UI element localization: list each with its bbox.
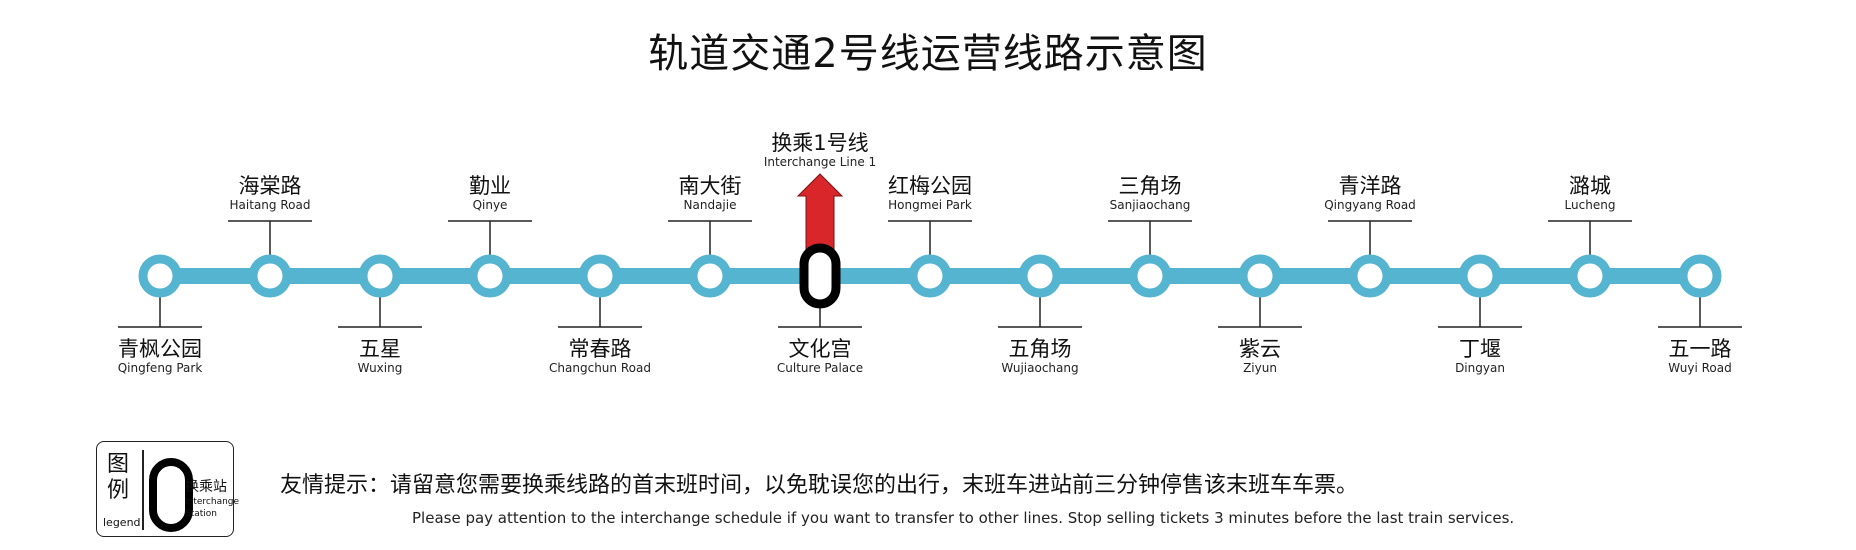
station-marker (1018, 254, 1062, 298)
legend-divider (142, 450, 144, 530)
page-title: 轨道交通2号线运营线路示意图 (648, 31, 1208, 77)
station-name-en: Nandajie (684, 198, 737, 212)
station-name-en: Sanjiaochang (1110, 198, 1191, 212)
station-name-en: Qingfeng Park (118, 361, 203, 375)
station-marker (1568, 254, 1612, 298)
station-name: 勤业 (469, 174, 511, 198)
station-name-en: Wuyi Road (1668, 361, 1731, 375)
station-name: 青枫公园 (118, 337, 202, 361)
station-marker (358, 254, 402, 298)
station-marker (1128, 254, 1172, 298)
legend-interchange-label: 换乘站 (185, 479, 227, 495)
station-name: 五角场 (1009, 337, 1072, 361)
station-name-en: Wujiaochang (1001, 361, 1078, 375)
station-name: 红梅公园 (888, 174, 972, 198)
station-name: 南大街 (679, 174, 742, 198)
station-name-en: Wuxing (358, 361, 403, 375)
station-name-en: Ziyun (1243, 361, 1277, 375)
notice-text: 友情提示：请留意您需要换乘线路的首末班时间，以免耽误您的出行，末班车进站前三分钟… (280, 473, 1359, 498)
station-marker (1238, 254, 1282, 298)
station-name-en: Qingyang Road (1324, 198, 1416, 212)
notice-text-en: Please pay attention to the interchange … (412, 509, 1515, 527)
station-name: 文化宫 (789, 337, 852, 361)
interchange-label-en: Interchange Line 1 (764, 155, 876, 169)
station-name-en: Dingyan (1455, 361, 1505, 375)
station-name: 丁堰 (1459, 337, 1501, 361)
interchange-station-marker (799, 243, 841, 309)
station-name-en: Hongmei Park (888, 198, 972, 212)
station-marker (468, 254, 512, 298)
station-marker (908, 254, 952, 298)
station-name: 三角场 (1119, 174, 1182, 198)
station-name-en: Culture Palace (777, 361, 863, 375)
station-name: 海棠路 (239, 174, 302, 198)
station-marker (138, 254, 182, 298)
station-name-en: Qinye (473, 198, 508, 212)
legend: 图例 legend 换乘站 Interchange Station (96, 441, 240, 537)
station-marker (1458, 254, 1502, 298)
interchange-station-icon (149, 458, 193, 532)
station-marker (248, 254, 292, 298)
station-name-en: Changchun Road (549, 361, 651, 375)
station-name: 五星 (359, 337, 401, 361)
legend-title: 图例 (107, 452, 130, 503)
station-marker (578, 254, 622, 298)
interchange-label: 换乘1号线 (771, 131, 868, 155)
station-name: 青洋路 (1339, 174, 1402, 198)
station-name: 紫云 (1239, 337, 1281, 361)
station-name: 常春路 (569, 337, 632, 361)
station-name-en: Haitang Road (230, 198, 311, 212)
station-marker (688, 254, 732, 298)
station-marker (1348, 254, 1392, 298)
interchange-arrow-icon (796, 173, 844, 253)
station-name: 五一路 (1669, 337, 1732, 361)
legend-interchange-label-en: Interchange Station (185, 497, 240, 519)
station-marker (1678, 254, 1722, 298)
station-name: 潞城 (1569, 174, 1611, 198)
legend-title-en: legend (103, 516, 141, 529)
station-name-en: Lucheng (1565, 198, 1616, 212)
